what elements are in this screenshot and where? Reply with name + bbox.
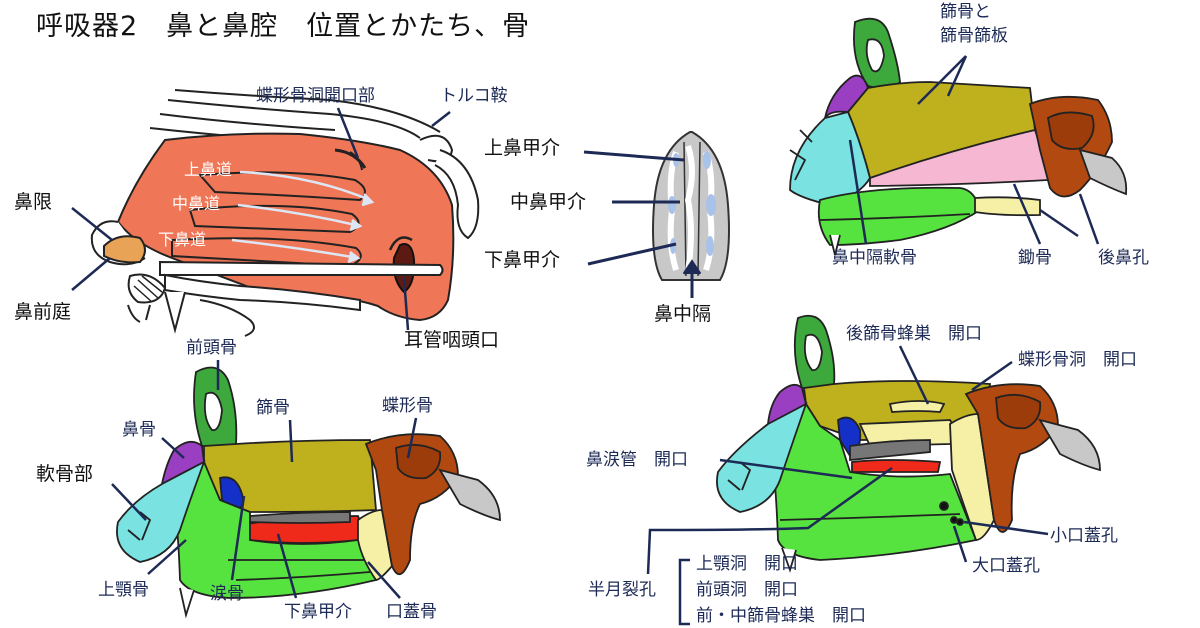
label-superior-concha: 上鼻甲介 — [484, 137, 561, 159]
label-ethmoid-line2: 篩骨篩板 — [940, 26, 1008, 46]
fig3-leader-lines — [848, 55, 1100, 245]
cartilage-lateral — [116, 460, 206, 563]
label-nasolacrimal-opening: 鼻涙管 開口 — [586, 450, 688, 470]
label-middle-concha: 中鼻甲介 — [510, 191, 587, 213]
label-inferior-concha-bone: 下鼻甲介 — [284, 602, 352, 622]
middle-concha-shape — [706, 194, 716, 216]
label-sphenoid-bone: 蝶形骨 — [382, 396, 433, 416]
maxilla-lateral — [171, 460, 378, 599]
maxilla-shape — [817, 186, 982, 246]
label-palatine: 口蓋骨 — [386, 602, 437, 622]
septum-figure — [789, 17, 1128, 256]
superior-concha-shape — [703, 151, 711, 169]
label-sella-turcica: トルコ鞍 — [440, 86, 508, 106]
label-maxillary-sinus-opening: 上顎洞 開口 — [696, 554, 798, 574]
label-ethmoid-bone: 篩骨 — [256, 398, 290, 418]
label-septum: 鼻中隔 — [654, 303, 712, 325]
inferior-concha-shape — [706, 236, 714, 256]
label-limen-nasi: 鼻限 — [14, 191, 53, 213]
label-ant-mid-ethmoid-opening: 前・中篩骨蜂巣 開口 — [696, 606, 866, 626]
label-vomer: 鋤骨 — [1018, 248, 1052, 268]
fig1-leader-lines — [71, 107, 451, 331]
lateral-bones-figure — [116, 366, 501, 619]
nasal-bone-shape — [824, 74, 870, 119]
label-cartilage: 軟骨部 — [36, 463, 94, 485]
vestibule-area — [103, 235, 146, 264]
label-maxilla: 上顎骨 — [98, 580, 149, 600]
label-inferior-concha: 下鼻甲介 — [484, 249, 561, 271]
meatus-arrows — [231, 170, 375, 264]
label-septal-cartilage: 鼻中隔軟骨 — [832, 248, 917, 268]
nasal-cavity-figure — [90, 89, 480, 337]
label-greater-palatine: 大口蓋孔 — [972, 556, 1040, 576]
label-semilunar-hiatus: 半月裂孔 — [588, 580, 656, 600]
label-choana: 後鼻孔 — [1098, 248, 1149, 268]
label-superior-meatus: 上鼻道 — [184, 160, 233, 179]
label-frontal-bone: 前頭骨 — [186, 338, 237, 358]
label-vestibule: 鼻前庭 — [14, 301, 72, 323]
fig4-leader-lines — [111, 360, 418, 599]
coronal-figure — [652, 131, 730, 281]
label-inferior-meatus: 下鼻道 — [158, 230, 207, 249]
fig2-leader-lines — [583, 150, 702, 298]
label-post-ethmoid-opening: 後篩骨蜂巣 開口 — [846, 324, 982, 344]
label-sphenoid-opening: 蝶形骨洞開口部 — [256, 86, 375, 106]
label-eustachian-opening: 耳管咽頭口 — [404, 329, 500, 351]
label-ethmoid-line1: 篩骨と — [940, 2, 991, 22]
label-middle-meatus: 中鼻道 — [172, 194, 221, 213]
label-sphenoid-sinus-opening: 蝶形骨洞 開口 — [1018, 350, 1137, 370]
label-lesser-palatine: 小口蓋孔 — [1050, 526, 1118, 546]
label-lacrimal: 涙骨 — [210, 584, 244, 604]
label-nasal-bone: 鼻骨 — [122, 420, 156, 440]
page-title: 呼吸器2 鼻と鼻腔 位置とかたち、骨 — [36, 11, 531, 42]
label-frontal-sinus-opening: 前頭洞 開口 — [696, 580, 798, 600]
fig5-leader-lines — [646, 345, 1049, 626]
